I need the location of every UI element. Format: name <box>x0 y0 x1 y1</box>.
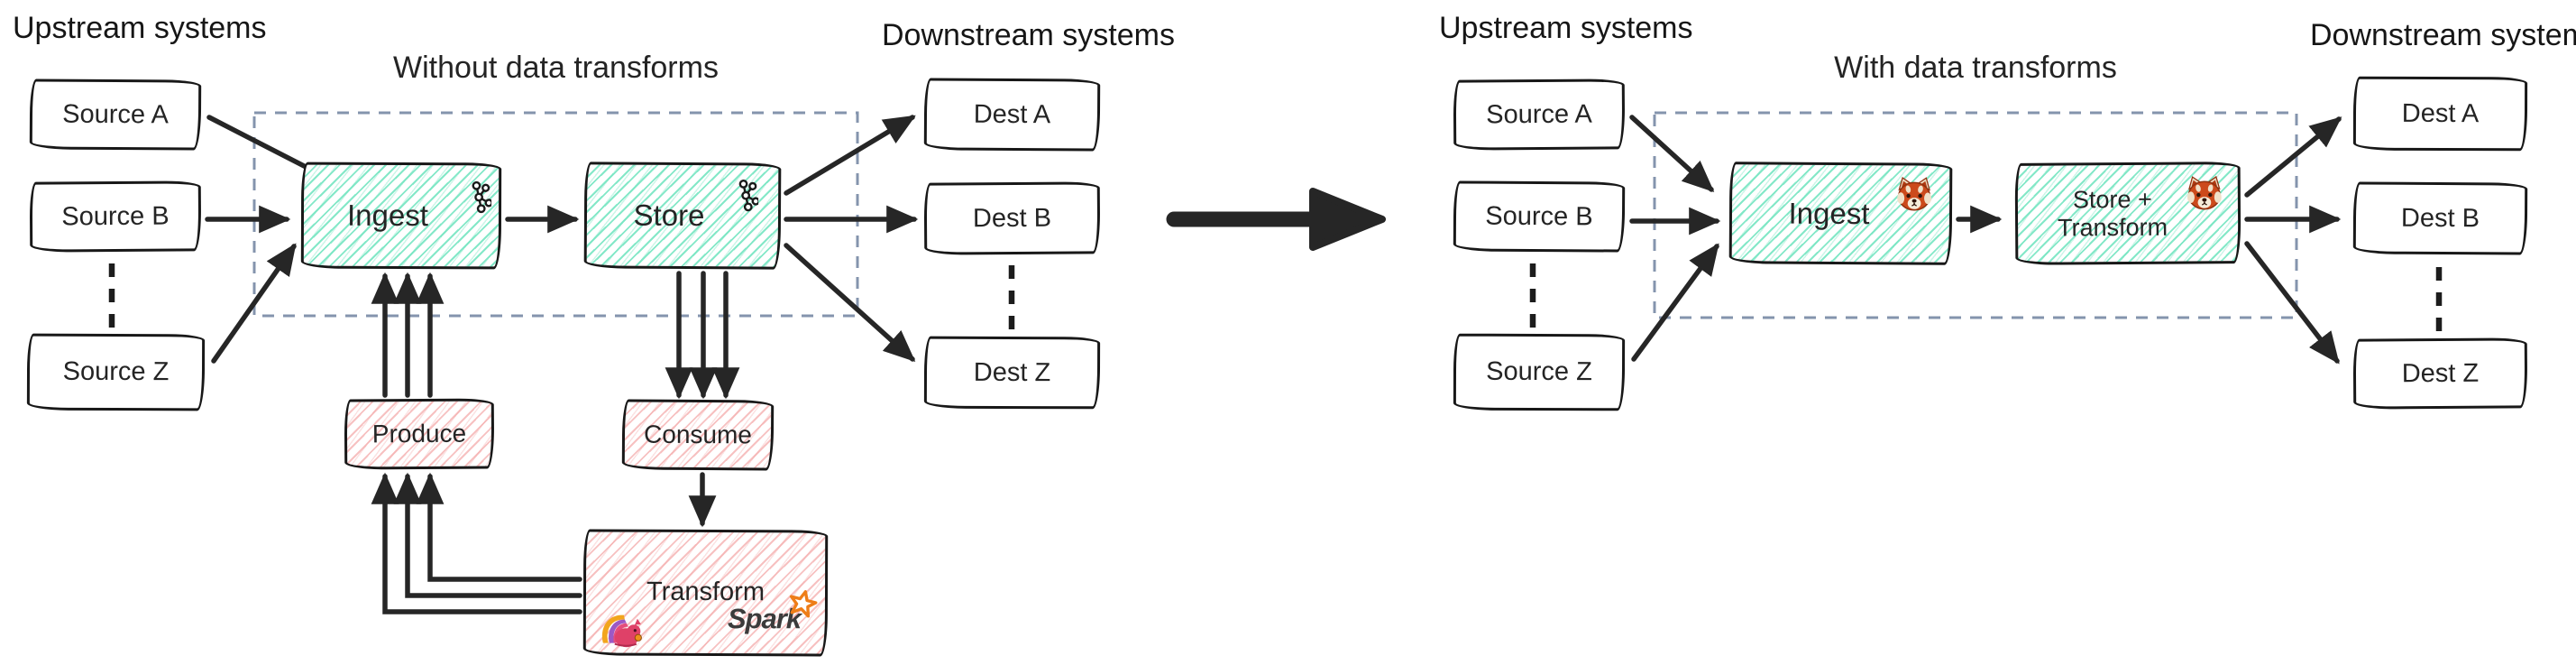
pipeline-boundary-left <box>252 111 859 318</box>
redpanda-icon <box>1897 177 1932 211</box>
spark-star-icon <box>789 590 818 618</box>
dest-z-right-label: Dest Z <box>2401 358 2480 388</box>
source-a-right: Source A <box>1453 79 1626 151</box>
ingest-box-left: Ingest <box>300 162 502 270</box>
store-transform-box: Store + Transform <box>2014 162 2241 265</box>
arrow-storetransform-desta <box>2244 116 2342 198</box>
redpanda-icon <box>2186 175 2222 210</box>
dest-a-right-label: Dest A <box>2401 98 2480 128</box>
pipeline-boundary-right <box>1653 111 2298 319</box>
source-b-right-label: Source B <box>1485 201 1593 231</box>
arrow-transform-produce-1 <box>416 472 582 582</box>
source-a-right-label: Source A <box>1486 99 1592 129</box>
dest-b-right: Dest B <box>2352 181 2528 255</box>
diagram-title-left: Without data transforms <box>393 51 719 85</box>
arrow-transform-produce-2 <box>393 472 582 598</box>
arrow-sourcez-ingest-left <box>211 243 297 364</box>
source-b-right: Source B <box>1453 180 1626 253</box>
produce-label: Produce <box>371 419 467 448</box>
downstream-label-right: Downstream systems <box>2310 18 2576 52</box>
flink-squirrel-icon <box>601 614 642 648</box>
dest-a-right: Dest A <box>2352 76 2528 152</box>
store-transform-line2: Transform <box>2057 213 2168 242</box>
arrow-sourcez-ingest-right <box>1631 243 1719 362</box>
dest-b-right-label: Dest B <box>2400 203 2480 233</box>
ingest-label-left: Ingest <box>346 198 429 233</box>
consume-box: Consume <box>621 399 775 471</box>
dest-z-right: Dest Z <box>2352 337 2528 410</box>
source-b-left: Source B <box>29 180 202 253</box>
dest-b-left-label: Dest B <box>972 203 1052 233</box>
source-z-left-label: Source Z <box>62 356 170 387</box>
source-b-left-label: Source B <box>61 201 170 231</box>
diagram-title-right: With data transforms <box>1834 51 2117 85</box>
source-a-left-label: Source A <box>62 99 169 129</box>
kafka-icon <box>738 180 759 212</box>
arrow-transform-produce-3 <box>371 472 582 614</box>
kafka-icon <box>472 180 492 214</box>
dest-a-left-label: Dest A <box>973 99 1051 129</box>
source-z-right: Source Z <box>1453 333 1626 411</box>
source-z-left: Source Z <box>26 333 206 411</box>
dest-z-left-label: Dest Z <box>973 357 1051 387</box>
store-transform-label: Store + Transform <box>2058 185 2168 242</box>
arrow-storetransform-destz <box>2244 241 2340 365</box>
spark-logo: Spark <box>728 590 818 635</box>
arrow-store-destz-left <box>784 243 916 362</box>
produce-box: Produce <box>344 398 495 470</box>
dest-b-left: Dest B <box>923 181 1101 255</box>
source-z-right-label: Source Z <box>1486 356 1592 387</box>
big-transition-arrow <box>1166 188 1386 251</box>
transform-box: Transform Spark <box>582 529 829 657</box>
arrow-store-desta-left <box>784 115 916 196</box>
upstream-label-right: Upstream systems <box>1439 11 1693 45</box>
source-a-left: Source A <box>29 79 202 151</box>
dest-z-left: Dest Z <box>923 336 1101 410</box>
ingest-label-right: Ingest <box>1788 196 1870 230</box>
arrow-sourcea-ingest-right <box>1629 115 1715 192</box>
store-transform-line1: Store + <box>2072 185 2152 213</box>
upstream-label-left: Upstream systems <box>13 11 267 45</box>
consume-label: Consume <box>643 420 753 449</box>
downstream-label-left: Downstream systems <box>882 18 1175 52</box>
store-box-left: Store <box>583 162 782 270</box>
dest-a-left: Dest A <box>923 78 1101 152</box>
store-label-left: Store <box>633 198 705 233</box>
ingest-box-right: Ingest <box>1728 162 1953 265</box>
